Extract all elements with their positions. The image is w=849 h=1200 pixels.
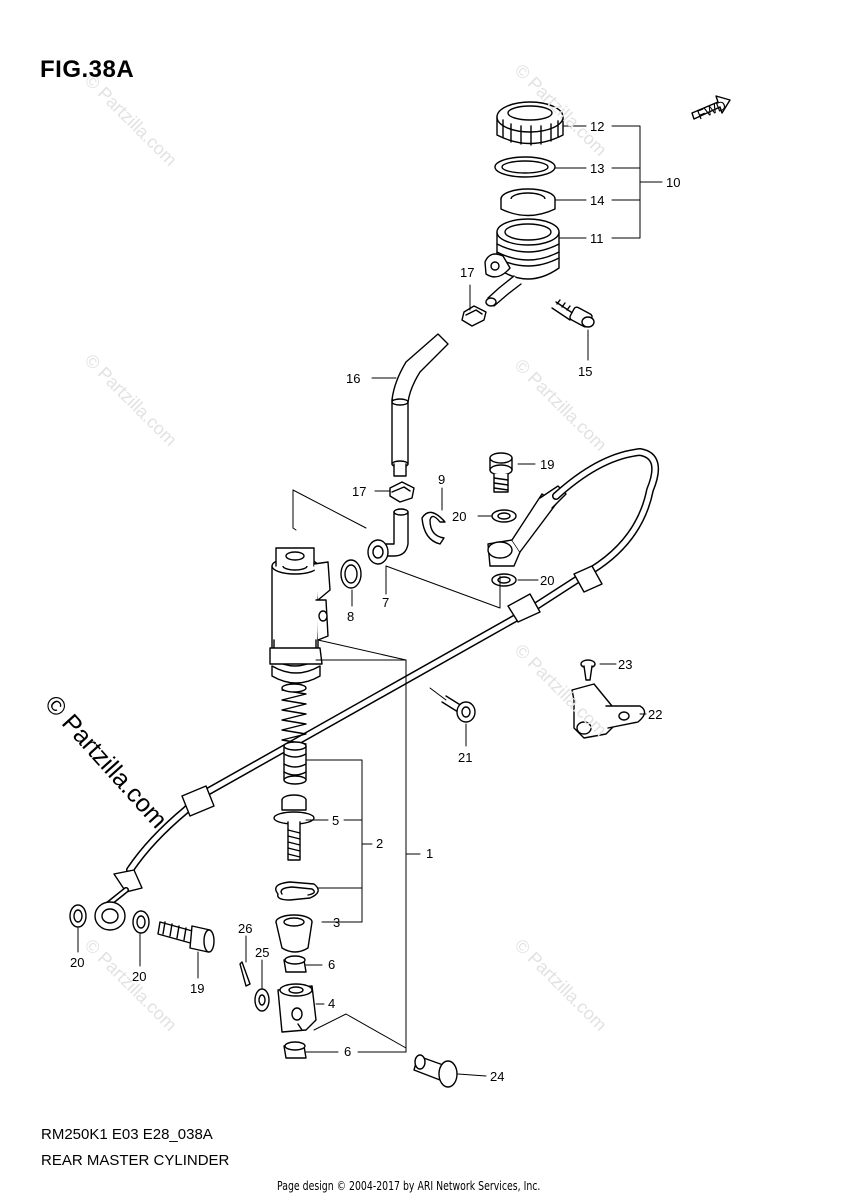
push-rod-part: [273, 794, 315, 861]
figure-title: FIG.38A: [40, 56, 135, 83]
return-spring-part: [281, 683, 307, 745]
piston-part: [283, 741, 307, 785]
reservoir-cap-part: [496, 101, 564, 146]
callout-20: 20: [452, 509, 466, 524]
callout-6: 6: [328, 957, 335, 972]
hose-sleeve-part: [507, 593, 541, 623]
callout-22: 22: [648, 707, 662, 722]
callout-24: 24: [490, 1069, 504, 1084]
reservoir-screw-part: [551, 299, 595, 328]
dust-boot-part: [275, 914, 313, 953]
callout-19: 19: [190, 981, 204, 996]
page-footer: Page design © 2004-2017 by ARI Network S…: [277, 1179, 541, 1193]
callout-13: 13: [590, 161, 604, 176]
callout-17: 17: [460, 265, 474, 280]
figure-name: REAR MASTER CYLINDER: [41, 1152, 230, 1169]
leader-lines: [77, 125, 663, 1077]
callout-26: 26: [238, 921, 252, 936]
lock-nut-part: [283, 955, 307, 1059]
banjo-fitting-part: [94, 869, 143, 931]
clevis-part: [277, 983, 317, 1033]
reservoir-body-part: [484, 218, 560, 307]
callout-6: 6: [344, 1044, 351, 1059]
callout-8: 8: [347, 609, 354, 624]
mounting-screw-part: [441, 695, 476, 723]
master-cylinder-body-part: [269, 547, 331, 684]
banjo-bolt-part: [489, 452, 513, 493]
sealing-washer-part: [69, 904, 150, 934]
reservoir-hose-part: [391, 333, 449, 477]
callout-12: 12: [590, 119, 604, 134]
cotter-pin-part: [239, 961, 251, 987]
callout-1: 1: [426, 846, 433, 861]
plain-washer-inner: [258, 994, 266, 1006]
hose-sleeve-part: [573, 565, 603, 593]
callout-14: 14: [590, 193, 604, 208]
callout-15: 15: [578, 364, 592, 379]
callout-20: 20: [132, 969, 146, 984]
reservoir-gasket-part: [494, 156, 556, 178]
figure-code: RM250K1 E03 E28_038A: [41, 1126, 213, 1143]
sealing-washer-part: [491, 509, 517, 587]
callout-23: 23: [618, 657, 632, 672]
callout-10: 10: [666, 175, 680, 190]
callout-3: 3: [333, 915, 340, 930]
callout-5: 5: [332, 813, 339, 828]
svg-text:FWD: FWD: [695, 97, 728, 122]
callout-9: 9: [438, 472, 445, 487]
callout-20: 20: [540, 573, 554, 588]
callout-4: 4: [328, 996, 335, 1011]
banjo-bolt-part: [157, 921, 215, 953]
circlip-part: [275, 881, 319, 901]
callouts: 1 2 3 4 5 6 6 7 8 9 10 11 12 13 14 15 16…: [70, 119, 680, 1084]
callout-17: 17: [352, 484, 366, 499]
clevis-pin-part: [413, 1054, 458, 1088]
hose-clamp-part: [461, 305, 487, 327]
hose-clamp-part: [389, 481, 415, 503]
o-ring-inner: [344, 564, 358, 584]
circlip-part: [421, 511, 446, 545]
callout-20: 20: [70, 955, 84, 970]
hose-joint-part: [367, 508, 409, 565]
callout-7: 7: [382, 595, 389, 610]
callout-11: 11: [590, 231, 604, 246]
hose-sleeve-part: [181, 785, 215, 817]
circlip-inner: [280, 886, 315, 896]
callout-16: 16: [346, 371, 360, 386]
hose-guide-part: [571, 659, 646, 739]
callout-25: 25: [255, 945, 269, 960]
callout-19: 19: [540, 457, 554, 472]
brake-hose-fill: [127, 449, 658, 873]
callout-2: 2: [376, 836, 383, 851]
reservoir-plate-part: [500, 188, 556, 217]
fwd-arrow-icon: FWD: [691, 95, 731, 122]
callout-21: 21: [458, 750, 472, 765]
